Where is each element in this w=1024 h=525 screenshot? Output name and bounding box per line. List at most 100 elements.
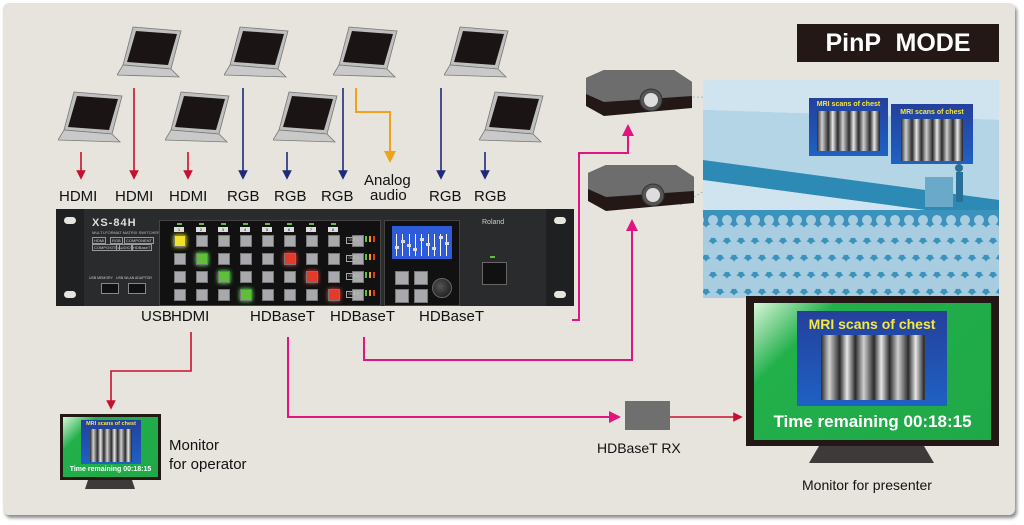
- lcd-fader-knob: [444, 242, 449, 245]
- crosspoint-button[interactable]: [240, 289, 252, 301]
- crosspoint-button[interactable]: [196, 253, 208, 265]
- off-button[interactable]: [352, 235, 364, 247]
- output-label-hdmi: HDMI: [171, 308, 210, 325]
- crosspoint-button[interactable]: [328, 289, 340, 301]
- crosspoint-button[interactable]: [240, 253, 252, 265]
- laptop-5: [273, 91, 338, 143]
- input-label-analog: Analog: [364, 172, 411, 189]
- matrix-switcher: XS-84H MULTI-FORMAT MATRIX SWITCHER HDMI…: [56, 209, 574, 306]
- input-signal-led: [265, 223, 270, 225]
- laptop-8: [479, 91, 544, 143]
- crosspoint-button[interactable]: [240, 271, 252, 283]
- hdbaset-wire-projector-1: [572, 124, 634, 321]
- crosspoint-button[interactable]: [218, 289, 230, 301]
- audio-level-meter: [369, 290, 371, 296]
- lcd-fader: [440, 234, 442, 256]
- crosspoint-button[interactable]: [262, 271, 274, 283]
- auditorium-scene: MRI scans of chest MRI scans of chest: [703, 80, 999, 298]
- audio-level-meter: [365, 236, 367, 242]
- operator-mri-image: [90, 429, 132, 462]
- format-hdbaset: HDBaseT: [131, 244, 153, 251]
- input-label-hdmi-3: HDMI: [169, 188, 208, 205]
- crosspoint-button[interactable]: [240, 235, 252, 247]
- format-rgb: RGB: [110, 237, 123, 244]
- lcd-fader-knob: [432, 247, 437, 250]
- operator-slide: MRI scans of chest: [81, 420, 141, 464]
- lcd-fader: [421, 234, 423, 256]
- crosspoint-button[interactable]: [174, 253, 186, 265]
- crosspoint-button[interactable]: [262, 253, 274, 265]
- right-button[interactable]: [414, 289, 428, 303]
- crosspoint-button[interactable]: [174, 235, 186, 247]
- format-hdmi: HDMI: [92, 237, 107, 244]
- value-knob[interactable]: [432, 278, 452, 298]
- crosspoint-button[interactable]: [328, 271, 340, 283]
- crosspoint-button[interactable]: [306, 271, 318, 283]
- audio-level-meter: [373, 272, 375, 278]
- lcd-fader-knob: [426, 243, 430, 246]
- exit-button[interactable]: [414, 271, 428, 285]
- crosspoint-button[interactable]: [284, 271, 296, 283]
- audio-level-meter: [373, 254, 375, 260]
- input-number: 2: [196, 227, 206, 232]
- laptop-1: [58, 91, 123, 143]
- crosspoint-button[interactable]: [218, 235, 230, 247]
- lcd-fader: [402, 234, 404, 256]
- crosspoint-button[interactable]: [306, 235, 318, 247]
- projected-slide-title-1: MRI scans of chest: [816, 101, 881, 108]
- input-number: 7: [306, 227, 316, 232]
- usb-wlan-port[interactable]: [128, 283, 146, 294]
- crosspoint-button[interactable]: [218, 253, 230, 265]
- input-signal-led: [309, 223, 314, 225]
- crosspoint-button[interactable]: [306, 253, 318, 265]
- input-label-rgb-2: RGB: [274, 188, 307, 205]
- crosspoint-button[interactable]: [262, 235, 274, 247]
- left-button[interactable]: [395, 289, 409, 303]
- audio-level-meter: [373, 290, 375, 296]
- switcher-subtitle: MULTI-FORMAT MATRIX SWITCHER: [92, 230, 160, 235]
- off-button[interactable]: [352, 289, 364, 301]
- input-label-hdmi-2: HDMI: [115, 188, 154, 205]
- crosspoint-button[interactable]: [196, 235, 208, 247]
- usb-memory-port[interactable]: [101, 283, 119, 294]
- crosspoint-button[interactable]: [284, 253, 296, 265]
- audio-level-meter: [369, 254, 371, 260]
- input-label-rgb-3: RGB: [321, 188, 354, 205]
- audio-level-meter: [373, 236, 375, 242]
- projected-screen-1: MRI scans of chest: [809, 98, 888, 156]
- crosspoint-button[interactable]: [284, 235, 296, 247]
- presenter-slide-title: MRI scans of chest: [808, 316, 936, 332]
- crosspoint-button[interactable]: [328, 253, 340, 265]
- input-label-hdmi-1: HDMI: [59, 188, 98, 205]
- audio-level-meter: [365, 290, 367, 296]
- mri-image-2: [901, 119, 963, 161]
- hdbaset-wire-rx: [287, 337, 621, 423]
- input-number: 4: [240, 227, 250, 232]
- lcd-fader: [446, 234, 448, 256]
- menu-button[interactable]: [395, 271, 409, 285]
- crosspoint-button[interactable]: [218, 271, 230, 283]
- mri-image-1: [817, 111, 880, 151]
- crosspoint-button[interactable]: [196, 271, 208, 283]
- projector-1: [586, 70, 692, 116]
- crosspoint-button[interactable]: [196, 289, 208, 301]
- power-switch[interactable]: [482, 262, 507, 285]
- crosspoint-button[interactable]: [306, 289, 318, 301]
- crosspoint-button[interactable]: [328, 235, 340, 247]
- output-label: OUT 1: [346, 237, 361, 244]
- output-label: OUT 3: [346, 273, 361, 280]
- crosspoint-button[interactable]: [262, 289, 274, 301]
- off-button[interactable]: [352, 271, 364, 283]
- crosspoint-button[interactable]: [284, 289, 296, 301]
- presenter-monitor-label: Monitor for presenter: [802, 477, 932, 493]
- operator-monitor-stand: [85, 480, 135, 489]
- crosspoint-button[interactable]: [174, 289, 186, 301]
- off-button[interactable]: [352, 253, 364, 265]
- input-signal-led: [177, 223, 182, 225]
- operator-monitor: MRI scans of chest Time remaining 00:18:…: [60, 414, 161, 489]
- lcd-fader-knob: [407, 244, 412, 247]
- crosspoint-button[interactable]: [174, 271, 186, 283]
- usb-memory-label: USB MEMORY: [89, 276, 113, 280]
